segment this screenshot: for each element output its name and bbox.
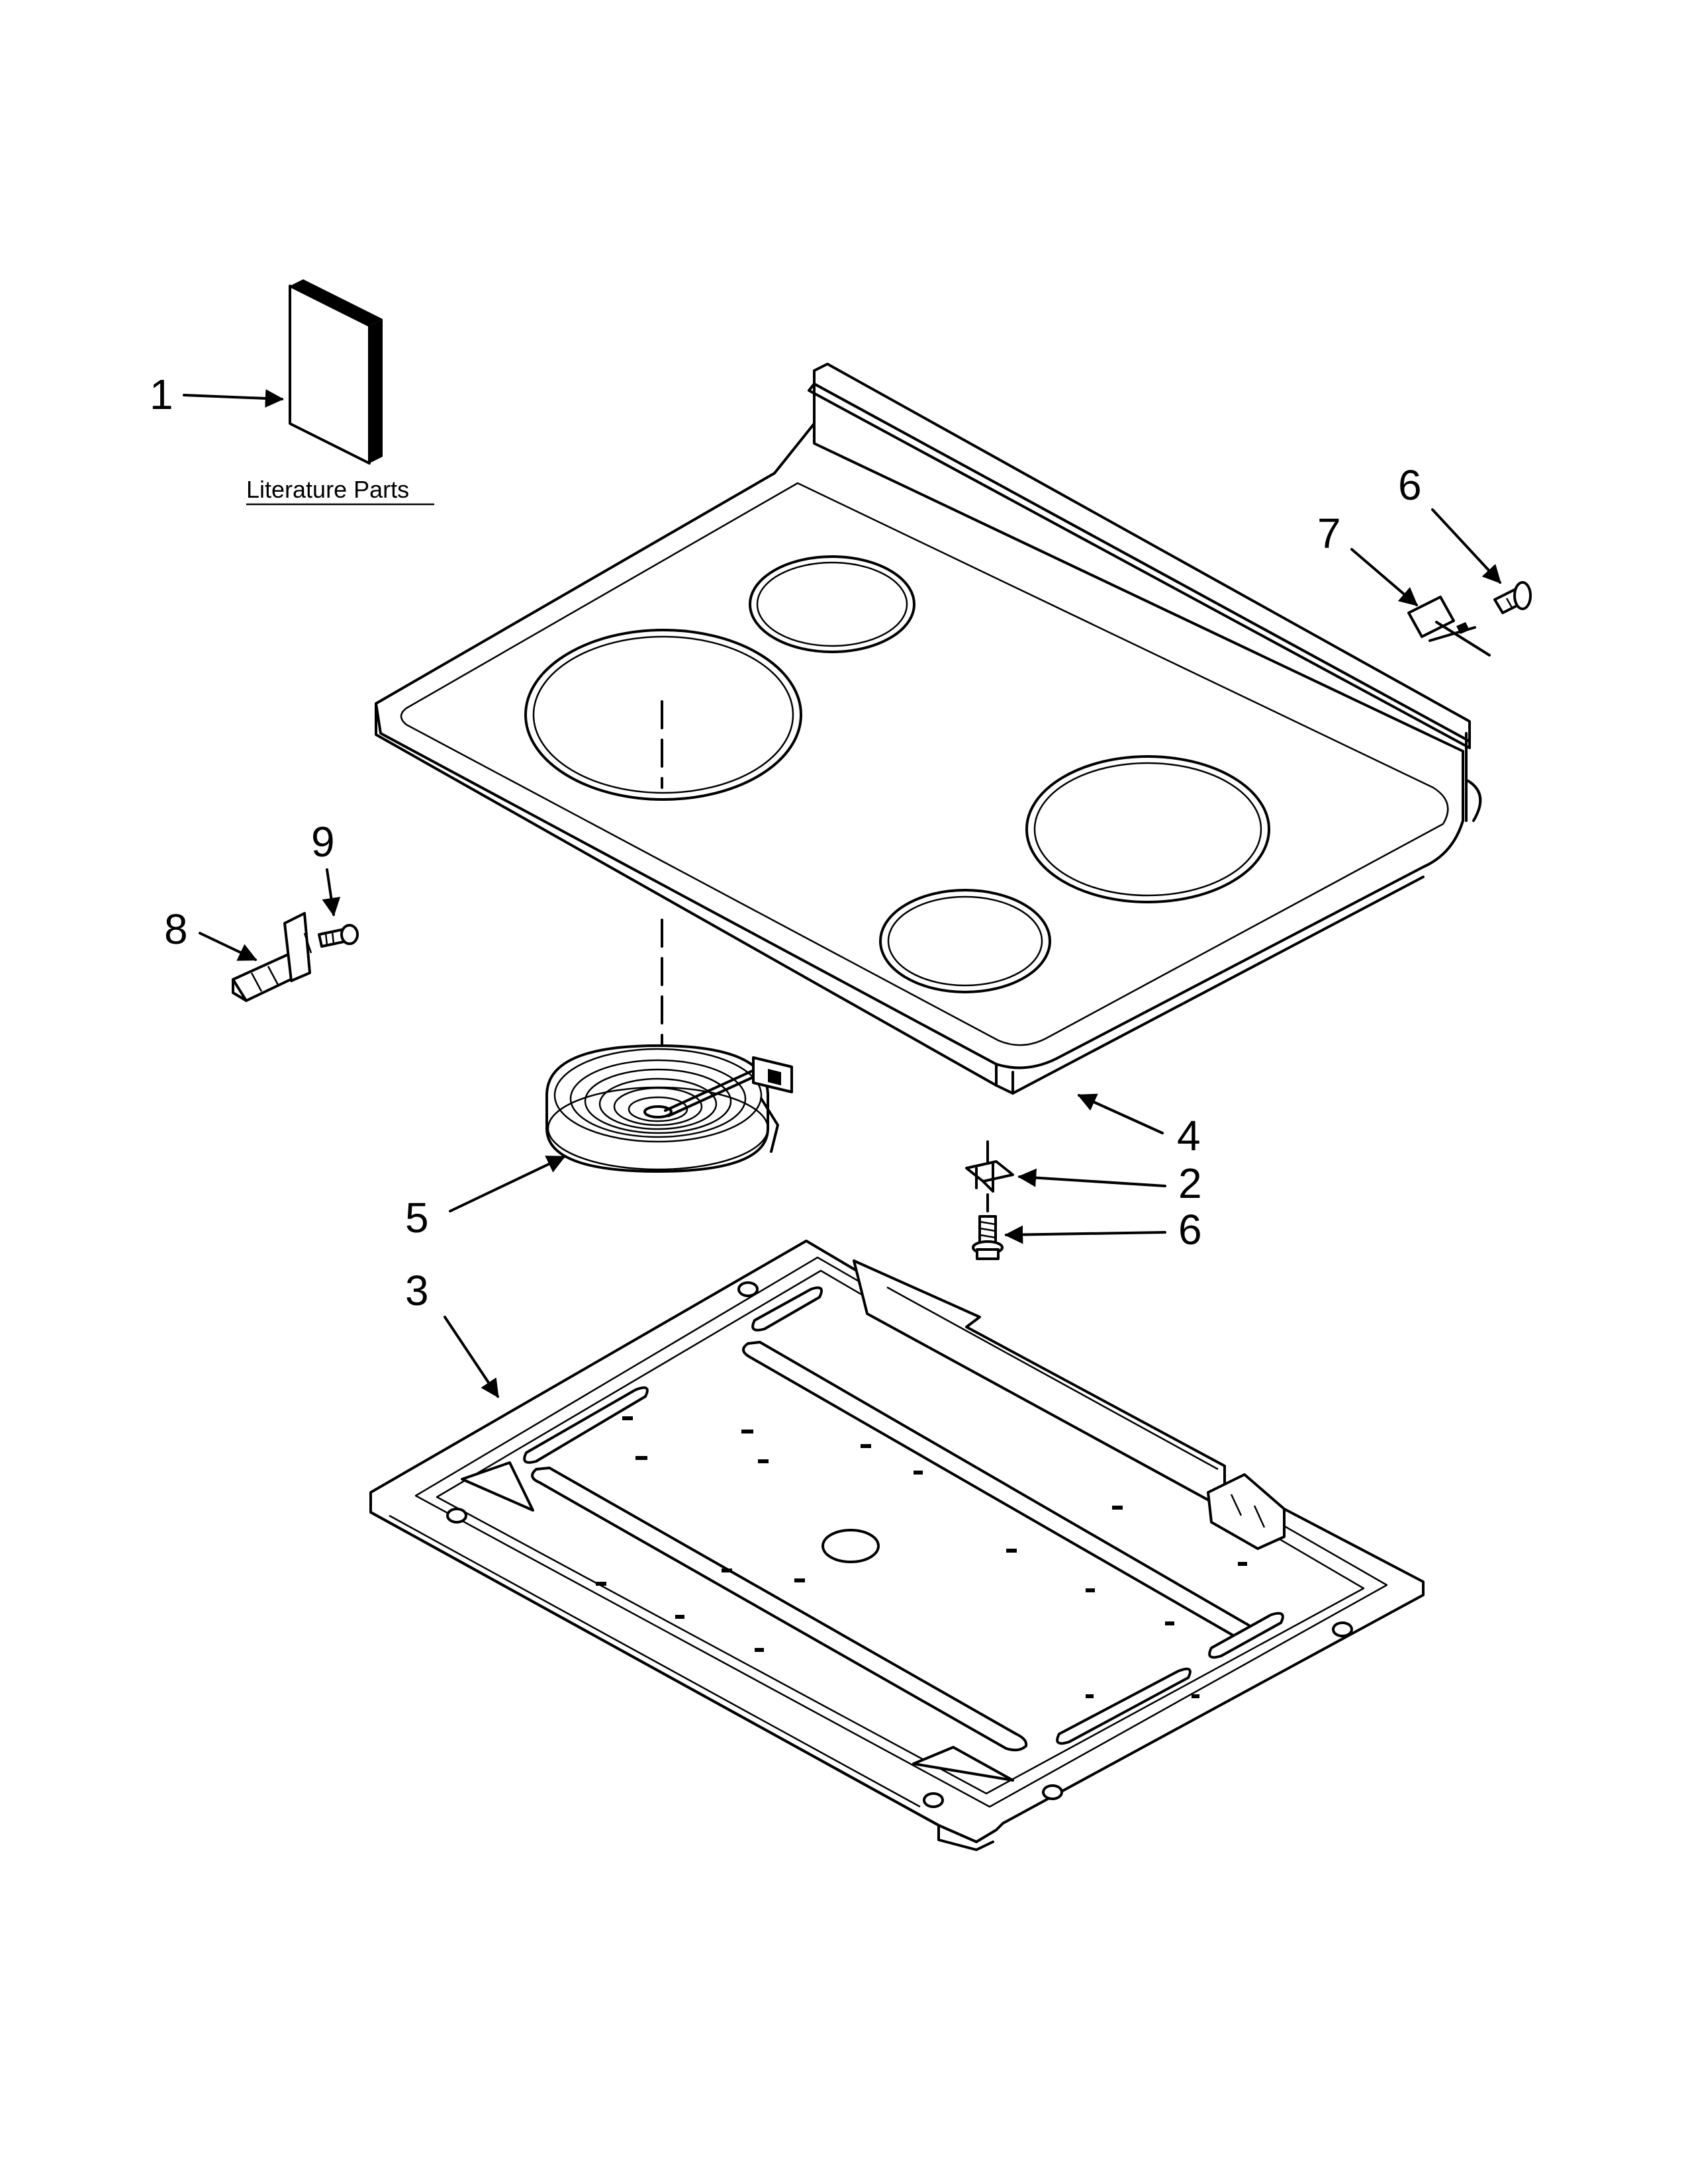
callout-4: 4 bbox=[1177, 1112, 1201, 1160]
burner-ring-right-rear bbox=[1025, 755, 1270, 903]
leader-9 bbox=[322, 868, 341, 917]
callout-8: 8 bbox=[164, 905, 188, 953]
cooktop-main-top bbox=[375, 363, 1482, 1095]
callout-1: 1 bbox=[150, 371, 173, 418]
leader-2 bbox=[1017, 1168, 1166, 1187]
callout-2: 2 bbox=[1178, 1160, 1202, 1207]
callout-7: 7 bbox=[1317, 510, 1341, 557]
leader-3 bbox=[444, 1316, 499, 1398]
panel-center-oval bbox=[821, 1529, 880, 1563]
leader-4 bbox=[1077, 1093, 1164, 1134]
bracket-part-8 bbox=[232, 912, 312, 1002]
literature-booklet bbox=[289, 279, 383, 465]
screw-part-9 bbox=[318, 924, 359, 948]
leader-1 bbox=[183, 388, 284, 408]
leader-8 bbox=[199, 932, 258, 961]
leader-6-top bbox=[1431, 508, 1501, 584]
screw-part-6-top bbox=[1493, 581, 1532, 614]
top-support-panel bbox=[369, 1240, 1425, 1851]
panel-tabs bbox=[596, 1416, 1247, 1698]
clip-part-2 bbox=[965, 1140, 1014, 1193]
bracket-part-7 bbox=[1407, 596, 1491, 657]
callout-6-top: 6 bbox=[1398, 461, 1422, 509]
callout-3: 3 bbox=[405, 1267, 429, 1314]
callout-6-center: 6 bbox=[1178, 1206, 1202, 1253]
callout-5: 5 bbox=[405, 1194, 429, 1242]
burner-ring-left-rear bbox=[749, 555, 915, 653]
leader-7 bbox=[1350, 548, 1419, 606]
burner-ring-right-front bbox=[879, 889, 1051, 993]
screw-part-6-center bbox=[972, 1193, 1004, 1260]
leader-6-center bbox=[1004, 1225, 1166, 1244]
leader-5 bbox=[449, 1156, 566, 1212]
surface-element bbox=[545, 1044, 793, 1173]
callout-9: 9 bbox=[311, 818, 335, 866]
literature-parts-label: Literature Parts bbox=[246, 476, 409, 503]
